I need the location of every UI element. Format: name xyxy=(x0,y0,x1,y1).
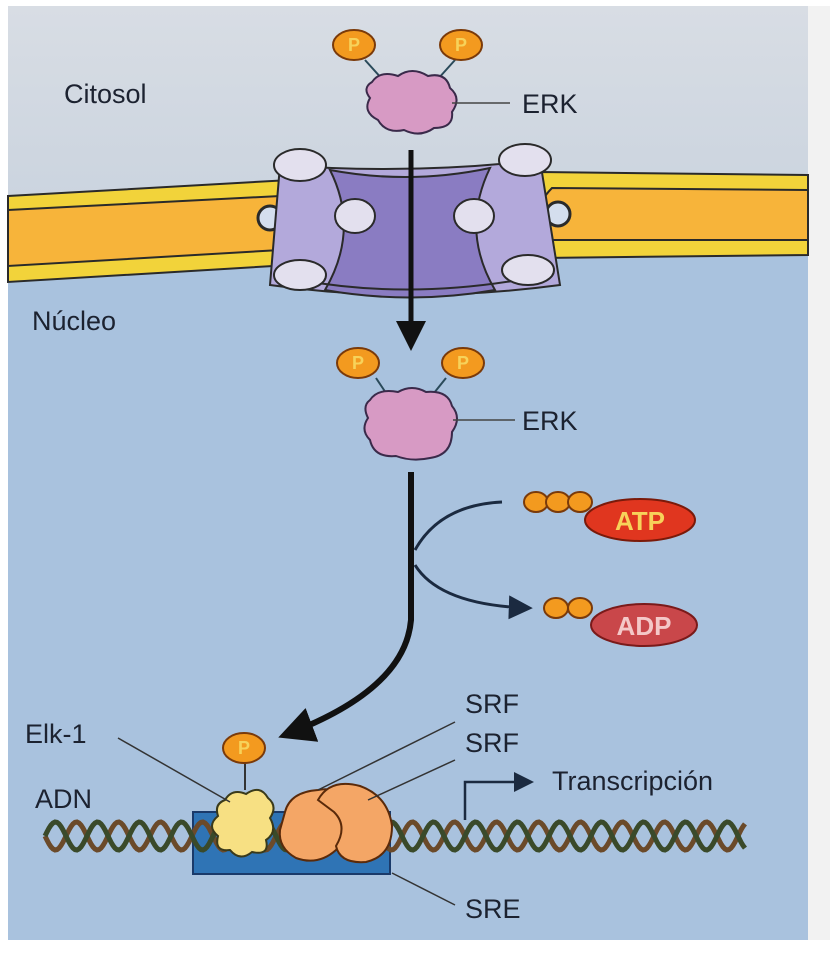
svg-text:P: P xyxy=(352,353,364,373)
dna-label: ADN xyxy=(35,784,92,814)
svg-text:P: P xyxy=(457,353,469,373)
dna-strand xyxy=(42,819,747,853)
elk1-label: Elk-1 xyxy=(25,719,87,749)
elk1-protein: P xyxy=(211,732,275,858)
atp-molecule: ATP xyxy=(523,491,696,542)
svg-text:P: P xyxy=(348,35,360,55)
adp-release-arrow xyxy=(413,564,533,620)
nucleus-label: Núcleo xyxy=(32,306,116,336)
atp-consumption-arrow xyxy=(413,500,503,551)
phosphate-group: P xyxy=(336,347,380,379)
leader-lines xyxy=(117,721,456,906)
phosphate-group: P xyxy=(441,347,485,379)
svg-text:P: P xyxy=(455,35,467,55)
phosphorylation-arrow xyxy=(278,472,414,742)
srf-label-2: SRF xyxy=(465,728,519,758)
nuclear-pore-complex xyxy=(268,143,562,299)
phosphate-group: P xyxy=(332,29,376,61)
srf-label-1: SRF xyxy=(465,689,519,719)
svg-text:ATP: ATP xyxy=(615,506,665,536)
nuclear-envelope-right xyxy=(518,170,809,260)
srf-dimer xyxy=(278,782,394,864)
erk-cytosol: P P xyxy=(332,29,510,135)
svg-text:P: P xyxy=(238,738,250,758)
phosphate-group: P xyxy=(439,29,483,61)
cytosol-label: Citosol xyxy=(64,79,147,109)
erk-nucleus: P P xyxy=(336,347,515,461)
adp-molecule: ADP xyxy=(543,597,698,647)
dna-double-helix xyxy=(42,819,747,853)
nuclear-envelope-left xyxy=(7,178,311,284)
transcription-label: Transcripción xyxy=(552,766,713,796)
svg-text:ADP: ADP xyxy=(617,611,672,641)
dna-strand xyxy=(42,819,747,853)
transcription-start-arrow xyxy=(463,772,534,820)
sre-label: SRE xyxy=(465,894,521,924)
erk-cytosol-label: ERK xyxy=(522,89,578,119)
erk-nucleus-label: ERK xyxy=(522,406,578,436)
phosphate-group: P xyxy=(222,732,266,764)
